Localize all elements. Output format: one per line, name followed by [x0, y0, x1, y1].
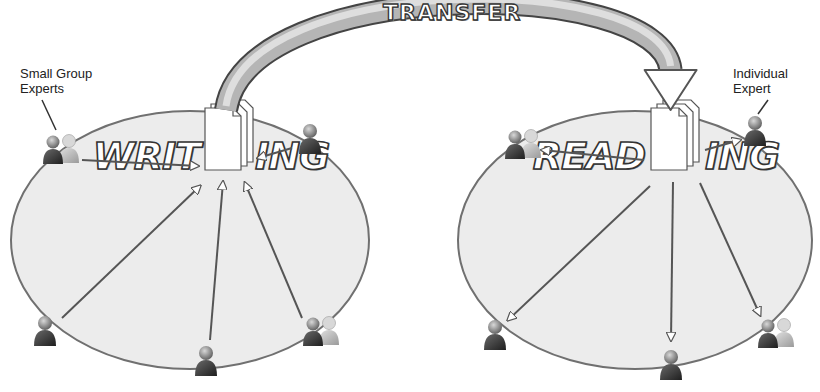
leader-line — [42, 100, 56, 130]
document-stack — [651, 100, 699, 170]
group-label: Small Group Experts — [20, 66, 110, 96]
edge-label: TRANSFER — [383, 0, 521, 26]
leader-line — [758, 100, 768, 114]
contribution-arrows — [62, 148, 302, 340]
expert-person — [660, 350, 682, 380]
expert-person — [195, 346, 217, 376]
expert-person — [299, 124, 321, 154]
expert-pair — [303, 317, 339, 347]
expert-person — [484, 320, 506, 350]
zone-word: WRIT — [60, 134, 200, 178]
expert-pair — [758, 319, 794, 349]
transfer-arrow — [226, 0, 697, 110]
ellipse-shape — [11, 111, 369, 369]
expert-pair — [505, 130, 541, 160]
expert-person — [34, 316, 56, 346]
document-stack — [205, 100, 253, 170]
group-label: Individual Expert — [733, 66, 813, 96]
transfer-arrowhead — [645, 70, 697, 110]
ellipse-shape — [458, 111, 812, 369]
reading-arrows — [508, 140, 760, 340]
arrow-band-highlight — [226, 0, 671, 106]
expert-pair — [43, 135, 79, 165]
expert-person — [744, 116, 766, 146]
